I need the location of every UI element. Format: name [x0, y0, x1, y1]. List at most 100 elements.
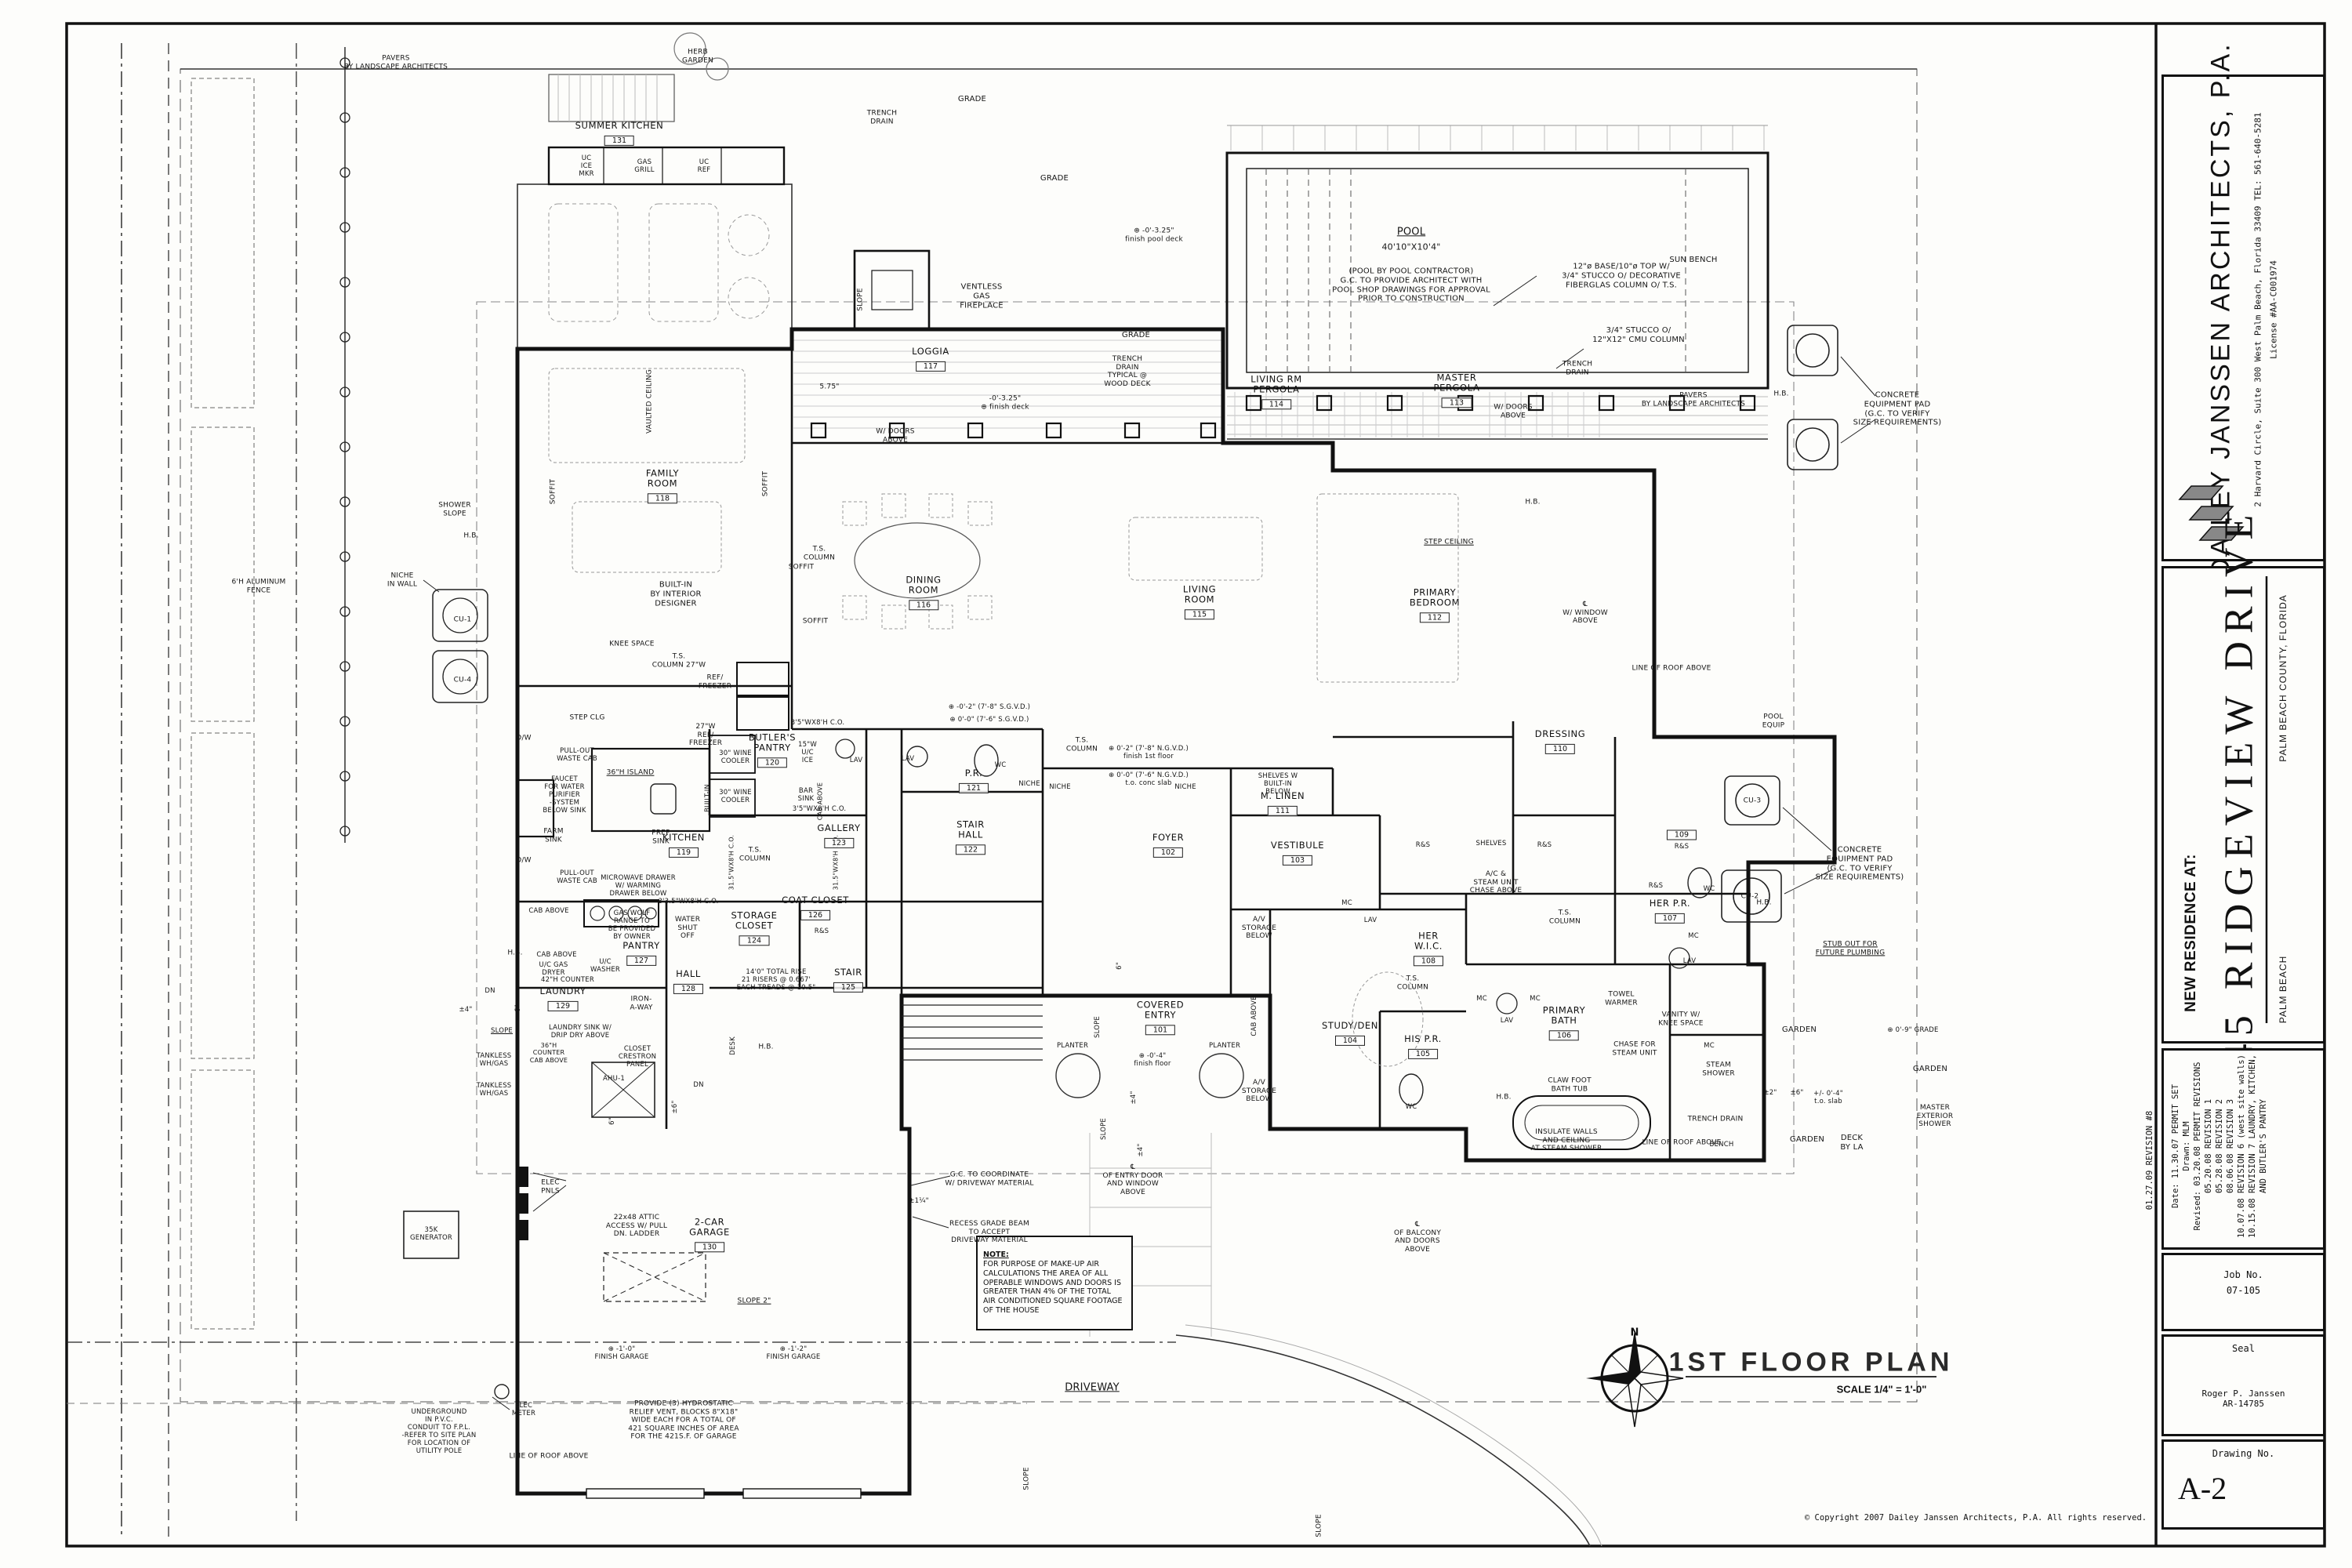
plan-annotation: CAB ABOVE — [1250, 996, 1258, 1036]
plan-annotation: PROVIDE (3) HYDROSTATIC RELIEF VENT, BLO… — [628, 1399, 739, 1441]
plan-annotation: R&S — [1415, 840, 1431, 849]
plan-annotation: WC — [1405, 1102, 1417, 1111]
revision-row: 10.07.08 REVISION 6 (west site walls) — [2237, 1054, 2246, 1238]
project-county: PALM BEACH COUNTY, FLORIDA — [2278, 594, 2288, 762]
plan-annotation: U/C GAS DRYER — [539, 960, 568, 977]
room-label: HER P.R.107 — [1650, 898, 1690, 924]
plan-annotation: 5.75" — [819, 383, 840, 391]
plan-annotation: KNEE SPACE — [609, 640, 655, 648]
plan-annotation: AHU-1 — [603, 1074, 625, 1083]
room-name: HER P.R. — [1649, 897, 1691, 909]
plan-annotation: ±6" — [670, 1100, 679, 1114]
plan-annotation: ℄ W/ WINDOW ABOVE — [1563, 601, 1608, 626]
plan-annotation: REF/ FREEZER — [698, 673, 732, 690]
room-name: PRIMARY BEDROOM — [1409, 586, 1461, 608]
plan-annotation: ELEC METER — [511, 1401, 536, 1417]
plan-annotation: R&S — [1674, 842, 1690, 851]
plan-annotation: WATER SHUT OFF — [674, 916, 701, 941]
room-number-box: 128 — [673, 984, 704, 995]
plan-annotation: SLOPE — [490, 1026, 514, 1035]
room-number-box: 125 — [833, 982, 864, 993]
plan-annotation: 6" — [1115, 962, 1123, 970]
plan-annotation: (POOL BY POOL CONTRACTOR) G.C. TO PROVID… — [1332, 267, 1490, 303]
firm-logo-icon — [2178, 485, 2245, 541]
plan-annotation: H.B. — [1756, 898, 1772, 907]
plan-annotation: A/V STORAGE BELOW — [1241, 916, 1277, 941]
plan-annotation: ⊕ -0'-4" finish floor — [1134, 1051, 1171, 1068]
plan-annotation: UC REF — [697, 158, 711, 174]
plan-annotation: SUN BENCH — [1669, 256, 1718, 265]
room-name: LAUNDRY — [539, 985, 586, 996]
plan-annotation: PAVERS BY LANDSCAPE ARCHITECTS — [1641, 391, 1746, 408]
plan-annotation: GRADE — [1040, 174, 1069, 183]
plan-annotation: CU-2 — [1740, 892, 1759, 901]
room-name: STORAGE CLOSET — [731, 909, 778, 931]
project-title: 245 RIDGEVIEW DRIVE — [2216, 506, 2262, 1093]
room-number-box: 104 — [1334, 1036, 1366, 1047]
plan-annotation: DN — [693, 1080, 704, 1089]
room-number-box: 117 — [915, 361, 946, 372]
plan-annotation: ⊕ 0'-0" (7'-6" S.G.V.D.) — [949, 715, 1029, 724]
seal-architect-name: Roger P. Janssen — [2201, 1388, 2285, 1399]
job-label: Job No. — [2223, 1269, 2263, 1280]
plan-annotation: ⊕ -0'-2" (7'-8" S.G.V.D.) — [948, 702, 1031, 711]
plan-annotation: GRADE — [957, 95, 987, 104]
plan-annotation: 30" WINE COOLER — [719, 788, 752, 804]
room-number-box: 120 — [757, 757, 788, 768]
plan-annotation: T.S. COLUMN — [803, 545, 836, 561]
revision-margin-note: 01.27.09 REVISION #8 — [2145, 1110, 2154, 1210]
revision-row: 05.28.08 REVISION 2 — [2215, 1098, 2224, 1194]
room-number-box: 131 — [604, 136, 635, 147]
plan-annotation: ⊕ -1'-0" FINISH GARAGE — [594, 1345, 649, 1361]
plan-annotation: ⊕ -1'-2" FINISH GARAGE — [766, 1345, 821, 1361]
room-name: STAIR — [834, 966, 862, 978]
plan-annotation: H.B. — [463, 532, 479, 540]
plan-annotation: SOFFIT — [549, 478, 557, 505]
plan-annotation: SOFFIT — [802, 617, 829, 626]
plan-annotation: ⊕ 0'-2" (7'-8" N.G.V.D.) finish 1st floo… — [1109, 744, 1189, 760]
firm-license: License #AA-C001974 — [2268, 260, 2279, 359]
seal-label: Seal — [2232, 1343, 2255, 1354]
room-number-box: 116 — [908, 600, 939, 611]
plan-annotation: GARDEN — [1781, 1025, 1817, 1035]
project-title-rule — [2265, 576, 2268, 1023]
room-number-box: 123 — [823, 838, 855, 849]
plan-annotation: CAB ABOVE — [528, 906, 569, 915]
room-number-box: 103 — [1282, 855, 1313, 866]
plan-annotation: GARDEN — [1789, 1135, 1825, 1145]
plan-annotation: BENCH — [1709, 1140, 1734, 1149]
room-name: FOYER — [1152, 831, 1185, 843]
plan-annotation: WC — [994, 760, 1007, 769]
plan-annotation: SLOPE 2" — [737, 1297, 771, 1305]
plan-annotation: LAV — [1682, 956, 1697, 965]
titleblock-revision-panel — [2161, 1048, 2325, 1250]
plan-annotation: SLOPE — [1099, 1117, 1108, 1141]
plan-annotation: FAUCET FOR WATER PURIFIER -SYSTEM BELOW … — [543, 775, 586, 815]
plan-annotation: 27"W REF/ FREEZER — [688, 723, 723, 748]
plan-annotation: IRON- A-WAY — [630, 995, 653, 1011]
plan-annotation: DRIVEWAY — [1065, 1381, 1120, 1394]
plan-annotation: MC — [1704, 1041, 1715, 1050]
plan-annotation: 30" WINE COOLER — [719, 749, 752, 765]
room-number-box: 113 — [1441, 397, 1472, 408]
room-name: GALLERY — [817, 822, 861, 833]
plan-annotation: TRENCH DRAIN — [866, 109, 898, 125]
plan-annotation: MASTER EXTERIOR SHOWER — [1916, 1104, 1954, 1129]
plan-annotation: 15"W U/C ICE — [798, 740, 817, 765]
plan-annotation: -0'-3.25" ⊕ finish deck — [981, 394, 1029, 411]
room-number-box: 119 — [668, 848, 699, 858]
plan-annotation: BUILT-IN BY INTERIOR DESIGNER — [650, 580, 702, 608]
plan-annotation: LAV — [901, 754, 915, 763]
room-number-box: 101 — [1145, 1025, 1176, 1036]
plan-annotation: TRENCH DRAIN TYPICAL @ WOOD DECK — [1104, 354, 1151, 388]
plan-annotation: STEP CLG — [569, 713, 605, 722]
